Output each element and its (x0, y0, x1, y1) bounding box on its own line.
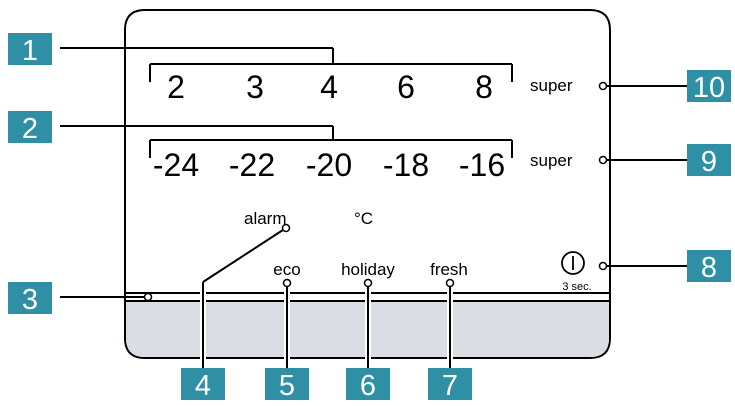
callout-2: 2 (8, 111, 52, 145)
callout-10: 10 (687, 70, 731, 104)
callout-9: 9 (687, 144, 731, 178)
callout-5: 5 (265, 368, 309, 402)
freezer-bracket (60, 125, 513, 158)
callout-4: 4 (181, 368, 225, 402)
freezer-temp-minus16[interactable]: -16 (459, 147, 505, 183)
super-freezer-label[interactable]: super (530, 151, 573, 170)
fridge-temp-6[interactable]: 6 (397, 69, 415, 105)
svg-text:6: 6 (360, 370, 376, 402)
svg-text:2: 2 (22, 113, 38, 145)
svg-text:3: 3 (22, 284, 38, 316)
callout-3: 3 (8, 282, 52, 316)
fridge-temp-4[interactable]: 4 (320, 69, 338, 105)
svg-text:4: 4 (195, 370, 211, 402)
leader-9 (598, 155, 687, 165)
eco-label[interactable]: eco (273, 260, 300, 279)
svg-text:9: 9 (701, 146, 717, 178)
svg-text:10: 10 (693, 72, 725, 104)
svg-text:5: 5 (279, 370, 295, 402)
freezer-temp-minus20[interactable]: -20 (306, 147, 352, 183)
super-fridge-label[interactable]: super (530, 76, 573, 95)
unit-label: °C (354, 209, 373, 228)
leader-3 (60, 292, 153, 302)
leader-10 (598, 81, 687, 91)
leader-4 (200, 223, 291, 370)
freezer-temp-minus24[interactable]: -24 (153, 147, 199, 183)
callout-1: 1 (8, 33, 52, 67)
fridge-bracket (60, 47, 513, 82)
holiday-label[interactable]: holiday (341, 260, 395, 279)
fridge-temp-3[interactable]: 3 (246, 69, 264, 105)
callout-6: 6 (346, 368, 390, 402)
svg-text:8: 8 (701, 252, 717, 284)
alarm-label[interactable]: alarm (244, 209, 287, 228)
panel-outline (124, 9, 611, 359)
svg-text:1: 1 (22, 35, 38, 67)
power-icon[interactable] (561, 251, 585, 275)
freezer-temp-minus22[interactable]: -22 (229, 147, 275, 183)
fridge-temp-8[interactable]: 8 (475, 69, 493, 105)
leader-6 (363, 278, 373, 370)
svg-text:7: 7 (442, 370, 458, 402)
leader-8 (598, 261, 687, 271)
leader-7 (445, 278, 455, 370)
fresh-label[interactable]: fresh (430, 260, 468, 279)
leader-5 (282, 278, 292, 370)
callout-7: 7 (428, 368, 472, 402)
power-hold-hint: 3 sec. (562, 281, 591, 293)
callout-8: 8 (687, 250, 731, 284)
freezer-temp-minus18[interactable]: -18 (383, 147, 429, 183)
fridge-temp-2[interactable]: 2 (167, 69, 185, 105)
